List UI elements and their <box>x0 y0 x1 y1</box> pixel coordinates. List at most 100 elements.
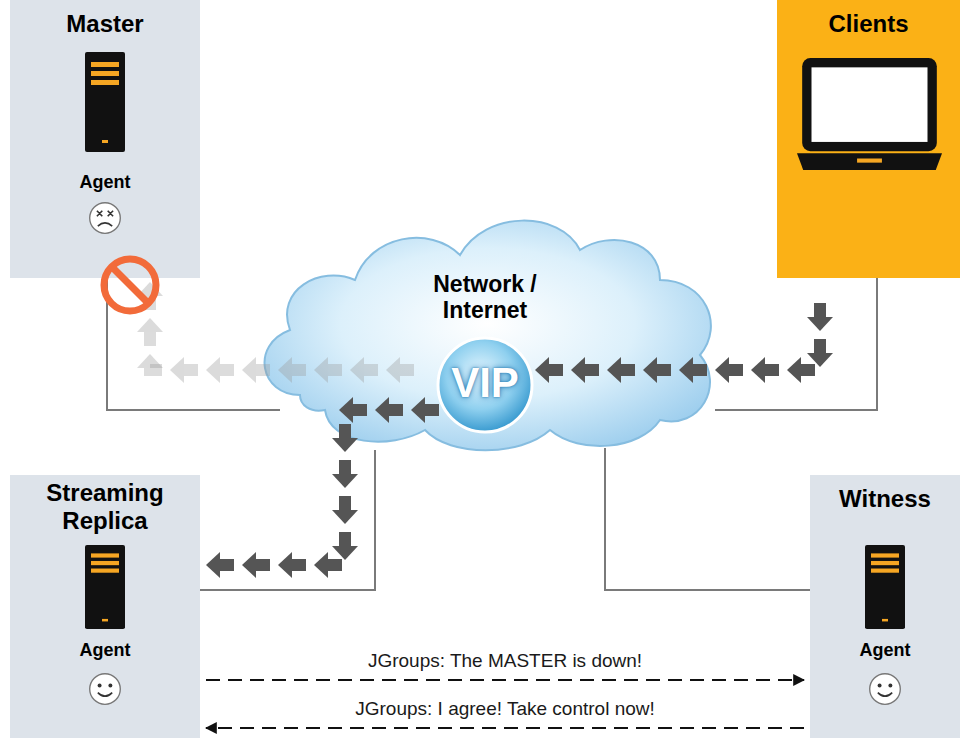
face-mouth <box>98 693 112 697</box>
server-panel: Streaming ReplicaAgent <box>10 475 200 738</box>
server-bay <box>871 561 899 565</box>
laptop-icon <box>797 58 942 172</box>
arrowhead <box>242 552 256 578</box>
text-slot: Agent <box>810 640 960 661</box>
arrowhead-row <box>535 317 833 383</box>
text-slot: Network / Internet <box>240 271 730 324</box>
arrowhead <box>170 357 184 383</box>
message-label: JGroups: I agree! Take control now! <box>352 698 658 720</box>
server-icon <box>85 52 125 152</box>
text-slot: Streaming Replica <box>10 479 200 534</box>
agent-label: Agent <box>80 640 131 661</box>
arrowhead <box>242 357 256 383</box>
smile-icon <box>867 671 903 707</box>
face-eye <box>888 683 892 687</box>
node-title: VIP <box>451 359 519 407</box>
arrowhead-group <box>137 282 833 578</box>
face-mouth <box>878 693 892 697</box>
network-wire <box>605 448 810 590</box>
prohibition-ring <box>104 259 156 311</box>
arrowhead <box>278 357 292 383</box>
network-cloud: Network / InternetVIP <box>240 195 730 460</box>
arrowhead <box>314 357 328 383</box>
arrowhead <box>314 552 328 578</box>
face-outline <box>90 674 121 705</box>
arrowhead <box>339 397 353 423</box>
arrowhead <box>332 438 358 452</box>
cloud-outline <box>265 221 711 451</box>
arrowhead <box>807 353 833 367</box>
server-bay <box>91 569 119 573</box>
face-eye <box>108 683 112 687</box>
server-icon <box>865 545 905 629</box>
sad-icon <box>87 200 123 236</box>
laptop-pad <box>857 159 882 163</box>
arrowhead <box>751 357 765 383</box>
traffic-arrow <box>535 290 820 370</box>
message-arrow <box>206 727 804 729</box>
laptop-base <box>797 153 942 170</box>
edge-label-slot: JGroups: The MASTER is down! <box>365 650 645 672</box>
arrowhead <box>137 318 163 332</box>
server-body <box>85 52 125 152</box>
server-body <box>85 545 125 629</box>
arrowhead <box>807 317 833 331</box>
arrowhead <box>278 552 292 578</box>
arrowhead <box>332 546 358 560</box>
face-eye <box>97 211 113 216</box>
text-slot: Agent <box>10 640 200 661</box>
arrowhead <box>137 282 163 296</box>
arrowhead <box>679 357 693 383</box>
client-panel: Clients <box>777 0 960 278</box>
arrowhead <box>643 357 657 383</box>
arrowhead <box>607 357 621 383</box>
laptop-lid <box>802 58 937 151</box>
agent-label: Agent <box>860 640 911 661</box>
server-panel: WitnessAgent <box>810 475 960 738</box>
server-body <box>865 545 905 629</box>
face-eye <box>98 683 102 687</box>
node-title: Witness <box>839 485 931 513</box>
edge-label-slot: JGroups: I agree! Take control now! <box>352 698 658 720</box>
face-mouth <box>98 223 112 226</box>
server-bay <box>871 569 899 573</box>
network-wire <box>107 278 280 410</box>
server-bay <box>91 561 119 565</box>
server-bay <box>91 80 119 85</box>
arrowhead <box>206 552 220 578</box>
arrowhead <box>411 397 425 423</box>
node-title: Master <box>66 10 143 38</box>
vip-circle <box>438 338 532 432</box>
server-bay <box>871 553 899 557</box>
arrowhead <box>535 357 549 383</box>
network-wire <box>200 450 375 590</box>
traffic-arrow <box>206 410 441 565</box>
traffic-arrow <box>150 282 435 370</box>
server-bay <box>91 71 119 76</box>
text-slot: Witness <box>810 485 960 513</box>
server-icon <box>85 545 125 629</box>
prohibition-sign <box>98 253 162 317</box>
server-led <box>102 140 108 143</box>
smile-icon <box>87 671 123 707</box>
node-title: Clients <box>828 10 908 38</box>
arrowhead <box>332 510 358 524</box>
edge-group <box>107 278 877 728</box>
server-led <box>882 619 888 622</box>
text-slot: Agent <box>10 172 200 193</box>
node-title: Streaming Replica <box>20 479 190 534</box>
agent-label: Agent <box>80 172 131 193</box>
server-bay <box>91 553 119 557</box>
vip-shape <box>435 335 535 435</box>
text-slot: VIP <box>435 359 535 407</box>
message-label: JGroups: The MASTER is down! <box>365 650 645 672</box>
arrowhead <box>787 357 801 383</box>
arrowhead <box>332 474 358 488</box>
text-slot: Master <box>10 10 200 38</box>
arrowhead <box>137 354 163 368</box>
server-led <box>102 619 108 622</box>
